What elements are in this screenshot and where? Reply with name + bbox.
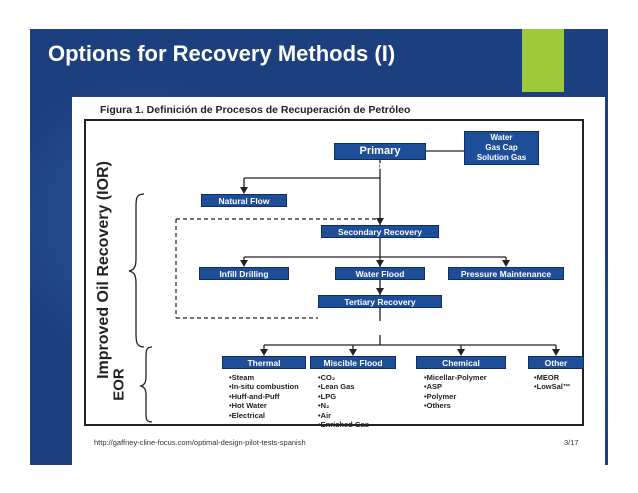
eor-miscible-flood-box: Miscible Flood (310, 356, 396, 369)
list-item: LowSal™ (534, 382, 571, 391)
list-item: Hot Water (229, 401, 299, 410)
diagram-frame: Improved Oil Recovery (IOR) EOR Primary … (84, 119, 584, 429)
list-item: Steam (229, 373, 299, 382)
accent-bar (522, 29, 564, 92)
slide-background: Options for Recovery Methods (I) Figura … (30, 29, 608, 465)
pressure-maintenance-box: Pressure Maintenance (448, 267, 564, 280)
list-item: N₂ (318, 401, 369, 410)
chemical-list: Micellar-Polymer ASP Polymer Others (424, 373, 487, 411)
eor-other-box: Other (528, 356, 584, 369)
connector-lines (128, 150, 560, 423)
list-item: CO₂ (318, 373, 369, 382)
list-item: Lean Gas (318, 382, 369, 391)
infill-drilling-box: Infill Drilling (199, 267, 289, 280)
drive-mechanism-box: Water Gas Cap Solution Gas (464, 131, 539, 165)
thermal-list: Steam In-situ combustion Huff-and-Puff H… (229, 373, 299, 420)
figure-caption: Figura 1. Definición de Procesos de Recu… (100, 104, 411, 116)
list-item: LPG (318, 392, 369, 401)
natural-flow-box: Natural Flow (201, 194, 287, 207)
eor-thermal-box: Thermal (222, 356, 306, 369)
list-item: Enriched Gas (318, 420, 369, 429)
primary-recovery-box: Primary Recovery (334, 143, 426, 172)
list-item: ASP (424, 382, 487, 391)
secondary-recovery-box: Secondary Recovery (321, 225, 439, 238)
list-item: Polymer (424, 392, 487, 401)
figure-image: Figura 1. Definición de Procesos de Recu… (72, 97, 605, 465)
list-item: In-situ combustion (229, 382, 299, 391)
list-item: Micellar-Polymer (424, 373, 487, 382)
drive-gas-cap: Gas Cap (485, 143, 518, 152)
water-flood-box: Water Flood (335, 267, 425, 280)
eor-chemical-box: Chemical (416, 356, 506, 369)
source-url: http://gaffney-cline-focus.com/optimal-d… (94, 438, 306, 447)
tertiary-recovery-box: Tertiary Recovery (318, 295, 442, 308)
page-number: 3/17 (564, 438, 579, 447)
miscible-flood-list: CO₂ Lean Gas LPG N₂ Air Enriched Gas (318, 373, 369, 429)
list-item: Huff-and-Puff (229, 392, 299, 401)
list-item: Others (424, 401, 487, 410)
slide-title: Options for Recovery Methods (I) (48, 41, 396, 66)
drive-water: Water (490, 133, 513, 142)
eor-label: EOR (110, 368, 128, 401)
list-item: Air (318, 411, 369, 420)
other-list: MEOR LowSal™ (534, 373, 571, 392)
list-item: MEOR (534, 373, 570, 382)
drive-solution-gas: Solution Gas (476, 153, 527, 162)
list-item: Electrical (229, 411, 299, 420)
